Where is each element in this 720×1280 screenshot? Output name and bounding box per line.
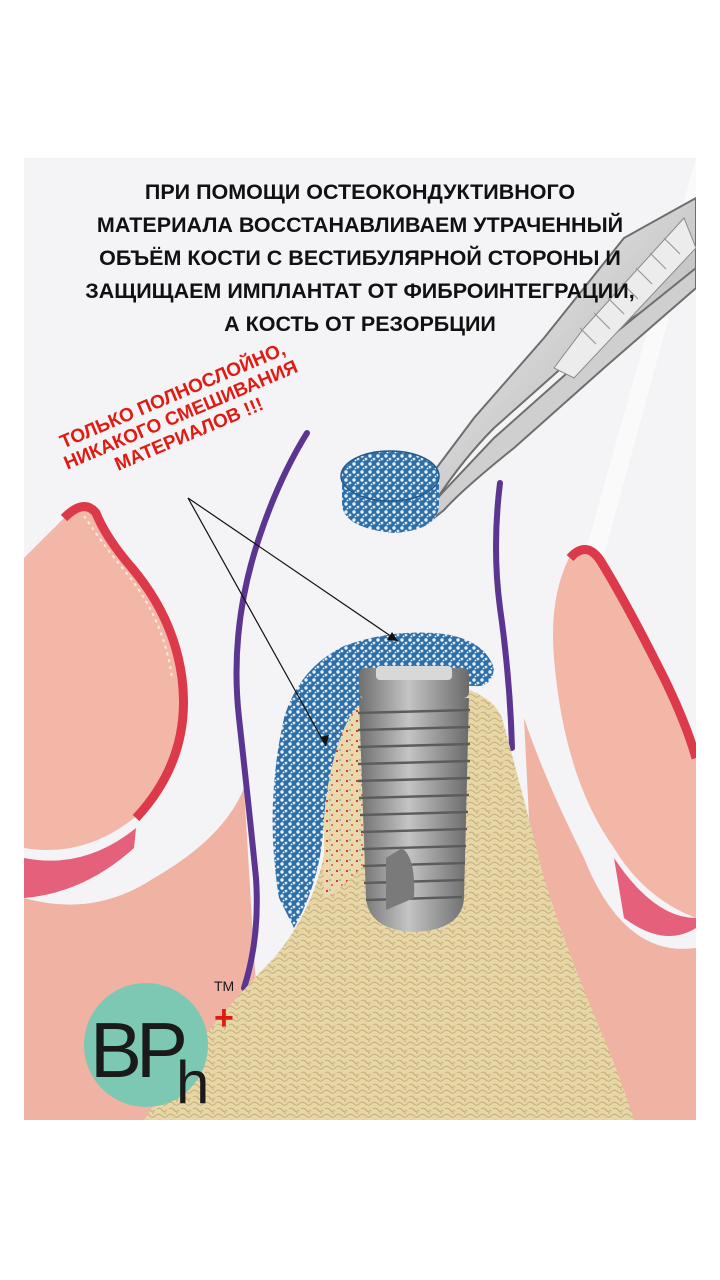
title-line-2: МАТЕРИАЛА ВОССТАНАВЛИВАЕМ УТРАЧЕННЫЙ bbox=[96, 213, 624, 237]
tweezers-icon bbox=[422, 196, 696, 520]
bpr-logo-icon: B P h + TM bbox=[84, 978, 234, 1113]
logo-letter-p: P bbox=[136, 1006, 188, 1094]
title-line-5: А КОСТЬ ОТ РЕЗОРБЦИИ bbox=[224, 312, 496, 336]
dental-implant-icon bbox=[357, 666, 471, 932]
logo-letter-b: B bbox=[90, 1006, 142, 1094]
arrowhead-mixed bbox=[320, 735, 329, 746]
membranes bbox=[233, 430, 515, 991]
pointer-lines bbox=[187, 497, 399, 747]
graft-layer bbox=[272, 632, 494, 928]
logo-plus: + bbox=[214, 999, 234, 1037]
dental-illustration bbox=[24, 158, 696, 1120]
slide-title: ПРИ ПОМОЩИ ОСТЕОКОНДУКТИВНОГО МАТЕРИАЛА … bbox=[24, 176, 696, 341]
logo-letter-h: h bbox=[176, 1049, 209, 1113]
graft-pellet-icon bbox=[340, 450, 440, 533]
title-line-3: ОБЪЁМ КОСТИ С ВЕСТИБУЛЯРНОЙ СТОРОНЫ И bbox=[99, 246, 621, 270]
title-line-4: ЗАЩИЩАЕМ ИМПЛАНТАТ ОТ ФИБРОИНТЕГРАЦИИ, bbox=[85, 279, 635, 303]
title-line-1: ПРИ ПОМОЩИ ОСТЕОКОНДУКТИВНОГО bbox=[144, 180, 576, 204]
logo-trademark: TM bbox=[214, 978, 234, 994]
arrowhead-graft bbox=[387, 632, 398, 641]
diagram-slide: ПРИ ПОМОЩИ ОСТЕОКОНДУКТИВНОГО МАТЕРИАЛА … bbox=[24, 158, 696, 1120]
